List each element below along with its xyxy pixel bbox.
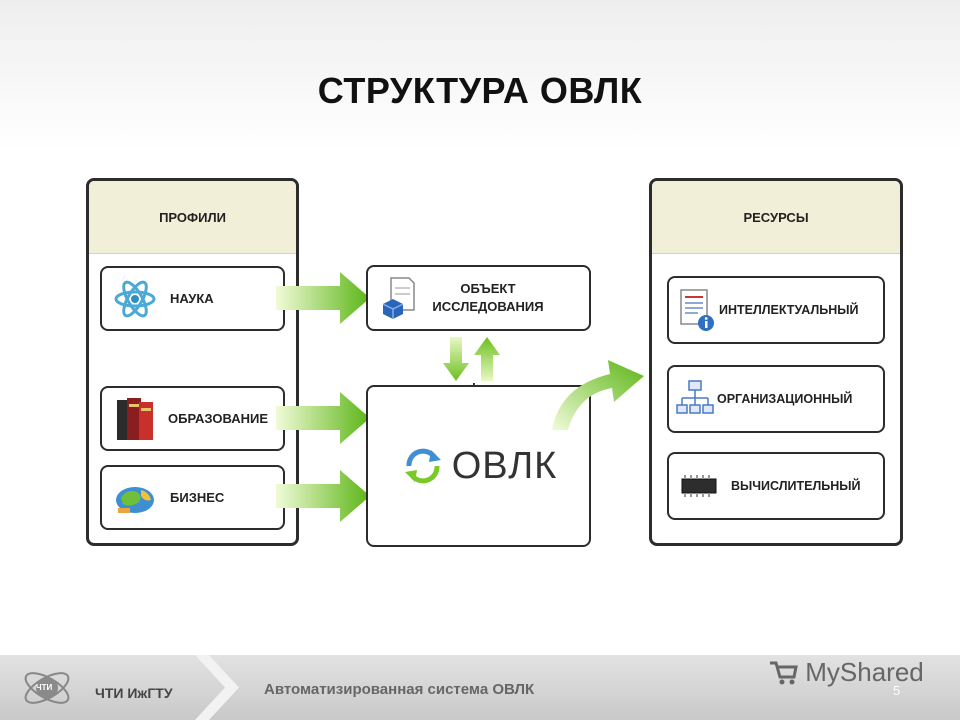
watermark-text: MyShared [805, 657, 924, 687]
institute-logo-icon [24, 672, 70, 704]
books-icon [112, 394, 158, 444]
arrow-right-icon [276, 470, 370, 522]
profile-item-science[interactable]: НАУКА [100, 266, 285, 331]
profile-item-business[interactable]: БИЗНЕС [100, 465, 285, 530]
resource-item-label: ВЫЧИСЛИТЕЛЬНЫЙ [731, 479, 861, 493]
footer-brand: ЧТИ ЧТИ ИжГТУ [0, 655, 239, 720]
arrow-down-icon [443, 337, 469, 381]
resource-item-label: ИНТЕЛЛЕКТУАЛЬНЫЙ [719, 303, 859, 317]
research-object-label: ОБЪЕКТ ИССЛЕДОВАНИЯ [432, 281, 544, 314]
refresh-icon [400, 443, 446, 489]
chevron-right-icon [195, 655, 239, 720]
system-name: Автоматизированная система ОВЛК [264, 681, 535, 698]
resources-header: РЕСУРСЫ [652, 181, 900, 254]
page-title: СТРУКТУРА ОВЛК [317, 70, 643, 111]
arrow-right-icon [276, 272, 370, 324]
document-info-icon [677, 286, 717, 334]
globe-icon [112, 475, 158, 521]
arrow-right-icon [276, 392, 370, 444]
footer-bar: ЧТИ ЧТИ ИжГТУ Автоматизированная система… [0, 655, 960, 720]
ovlk-main-label: ОВЛК [451, 444, 558, 487]
profile-item-label: НАУКА [170, 291, 214, 306]
atom-icon [112, 276, 158, 322]
org-chart-icon [675, 377, 715, 421]
profile-item-label: ОБРАЗОВАНИЕ [168, 411, 268, 426]
profile-item-education[interactable]: ОБРАЗОВАНИЕ [100, 386, 285, 451]
resource-item-organizational[interactable]: ОРГАНИЗАЦИОННЫЙ [667, 365, 885, 433]
ovlk-main-box[interactable]: ОВЛК [366, 385, 591, 547]
resource-item-intellectual[interactable]: ИНТЕЛЛЕКТУАЛЬНЫЙ [667, 276, 885, 344]
arrow-up-icon [474, 337, 500, 381]
cart-icon [770, 661, 798, 685]
curved-arrow-icon [552, 360, 644, 430]
research-object-box[interactable]: ОБЪЕКТ ИССЛЕДОВАНИЯ [366, 265, 591, 331]
document-cube-icon [380, 275, 416, 321]
institute-name: ЧТИ ИжГТУ [95, 685, 173, 701]
resource-item-computational[interactable]: ВЫЧИСЛИТЕЛЬНЫЙ [667, 452, 885, 520]
profile-item-label: БИЗНЕС [170, 490, 225, 505]
institute-logo-text: ЧТИ [36, 683, 53, 692]
profiles-header: ПРОФИЛИ [89, 181, 296, 254]
chip-icon [677, 471, 721, 501]
resource-item-label: ОРГАНИЗАЦИОННЫЙ [717, 392, 853, 406]
page-number: 5 [893, 683, 901, 698]
watermark: MyShared [768, 657, 924, 688]
